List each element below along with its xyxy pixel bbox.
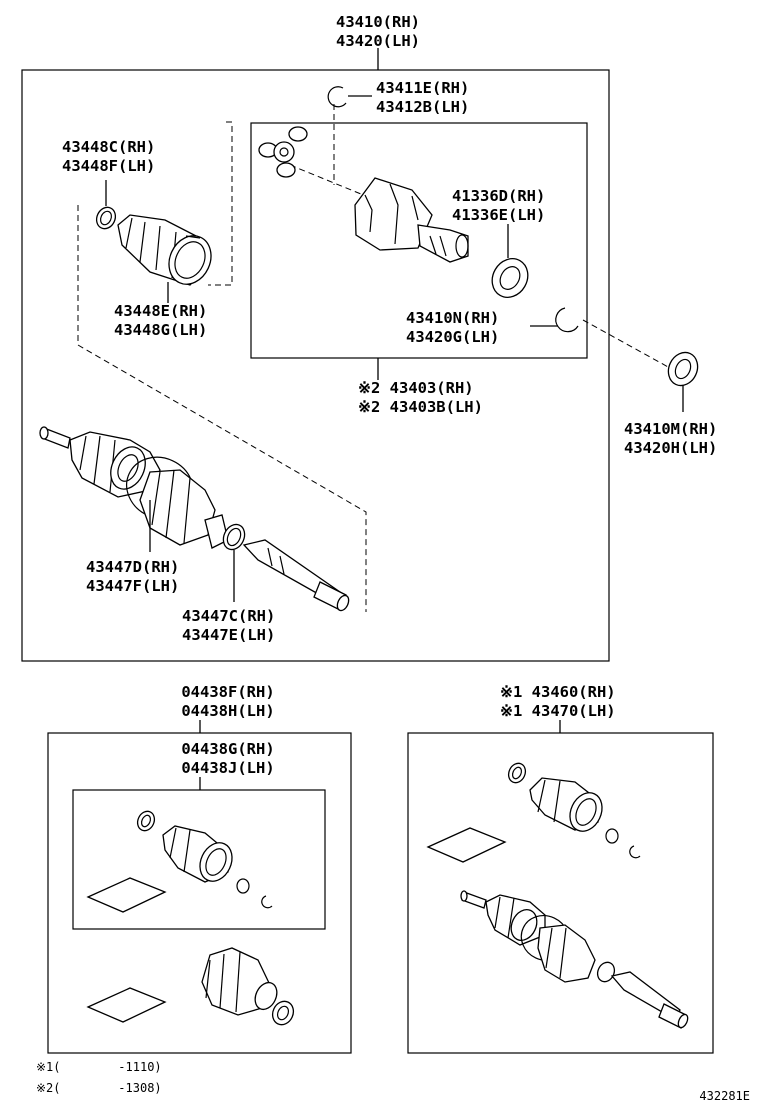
inner-joint-frame [250,122,588,359]
snap-ring-inner-part [555,307,579,333]
dust-seal-part [667,351,699,387]
label-snap-ring-inner-rh: 43410N(RH) [406,309,499,327]
footnote-1: ※1( -1110) [36,1060,162,1074]
shaft-assy-kit-parts [426,762,689,1029]
label-outer-boot-clamp-rh: 43448C(RH) [62,138,155,156]
boot-kit-frame [47,732,352,1054]
outer-boot-clamp-part [95,206,117,230]
outer-boot-part [117,214,212,286]
label-boot-kit-inner-lh: 04438J(LH) [181,759,274,777]
label-inner-joint-oil-seal-rh: 41336D(RH) [452,187,545,205]
label-inner-joint-oil-seal-lh: 41336E(LH) [452,206,545,224]
label-boot-kit-inner-rh: 04438G(RH) [181,740,274,758]
label-inner-boot-band-lh: 43447E(LH) [182,626,275,644]
guide-line-boot-band [208,121,233,286]
boot-kit-outer-parts [86,947,295,1026]
label-dust-seal-lh: 43420H(LH) [624,439,717,457]
label-outer-boot-rh: 43448E(RH) [114,302,207,320]
label-shaft-assy-kit-lh: ※1 43470(LH) [500,702,616,720]
label-inner-joint-assy-rh: ※2 43403(RH) [358,379,474,397]
label-outer-boot-lh: 43448G(LH) [114,321,207,339]
guide-line-outer-boot [77,205,367,612]
snap-ring-outer-part [327,86,347,108]
label-boot-kit-outer-lh: 04438H(LH) [181,702,274,720]
label-snap-ring-inner-lh: 43420G(LH) [406,328,499,346]
guide-line-dust-seal [582,319,671,369]
label-dust-seal-rh: 43410M(RH) [624,420,717,438]
label-inner-joint-assy-lh: ※2 43403B(LH) [358,398,483,416]
boot-kit-inner-parts [86,810,273,913]
assembly-frame [21,69,610,662]
oil-seal-part [491,258,529,298]
label-assembly-lh: 43420(LH) [336,32,420,50]
inner-joint-housing-part [354,177,469,263]
label-inner-boot-clamp-rh: 43447D(RH) [86,558,179,576]
label-snap-ring-outer-rh: 43411E(RH) [376,79,469,97]
label-outer-boot-clamp-lh: 43448F(LH) [62,157,155,175]
figure-code: 432281E [699,1089,750,1103]
label-boot-kit-outer-rh: 04438F(RH) [181,683,274,701]
label-snap-ring-outer-lh: 43412B(LH) [376,98,469,116]
shaft-assy-kit-frame [407,732,714,1054]
drive-shaft-assembly-part [39,426,350,612]
footnote-2: ※2( -1308) [36,1081,162,1095]
label-assembly-rh: 43410(RH) [336,13,420,31]
tripod-joint-part [258,126,308,178]
label-shaft-assy-kit-rh: ※1 43460(RH) [500,683,616,701]
boot-kit-inner-frame [72,789,326,930]
label-inner-boot-clamp-lh: 43447F(LH) [86,577,179,595]
label-inner-boot-band-rh: 43447C(RH) [182,607,275,625]
